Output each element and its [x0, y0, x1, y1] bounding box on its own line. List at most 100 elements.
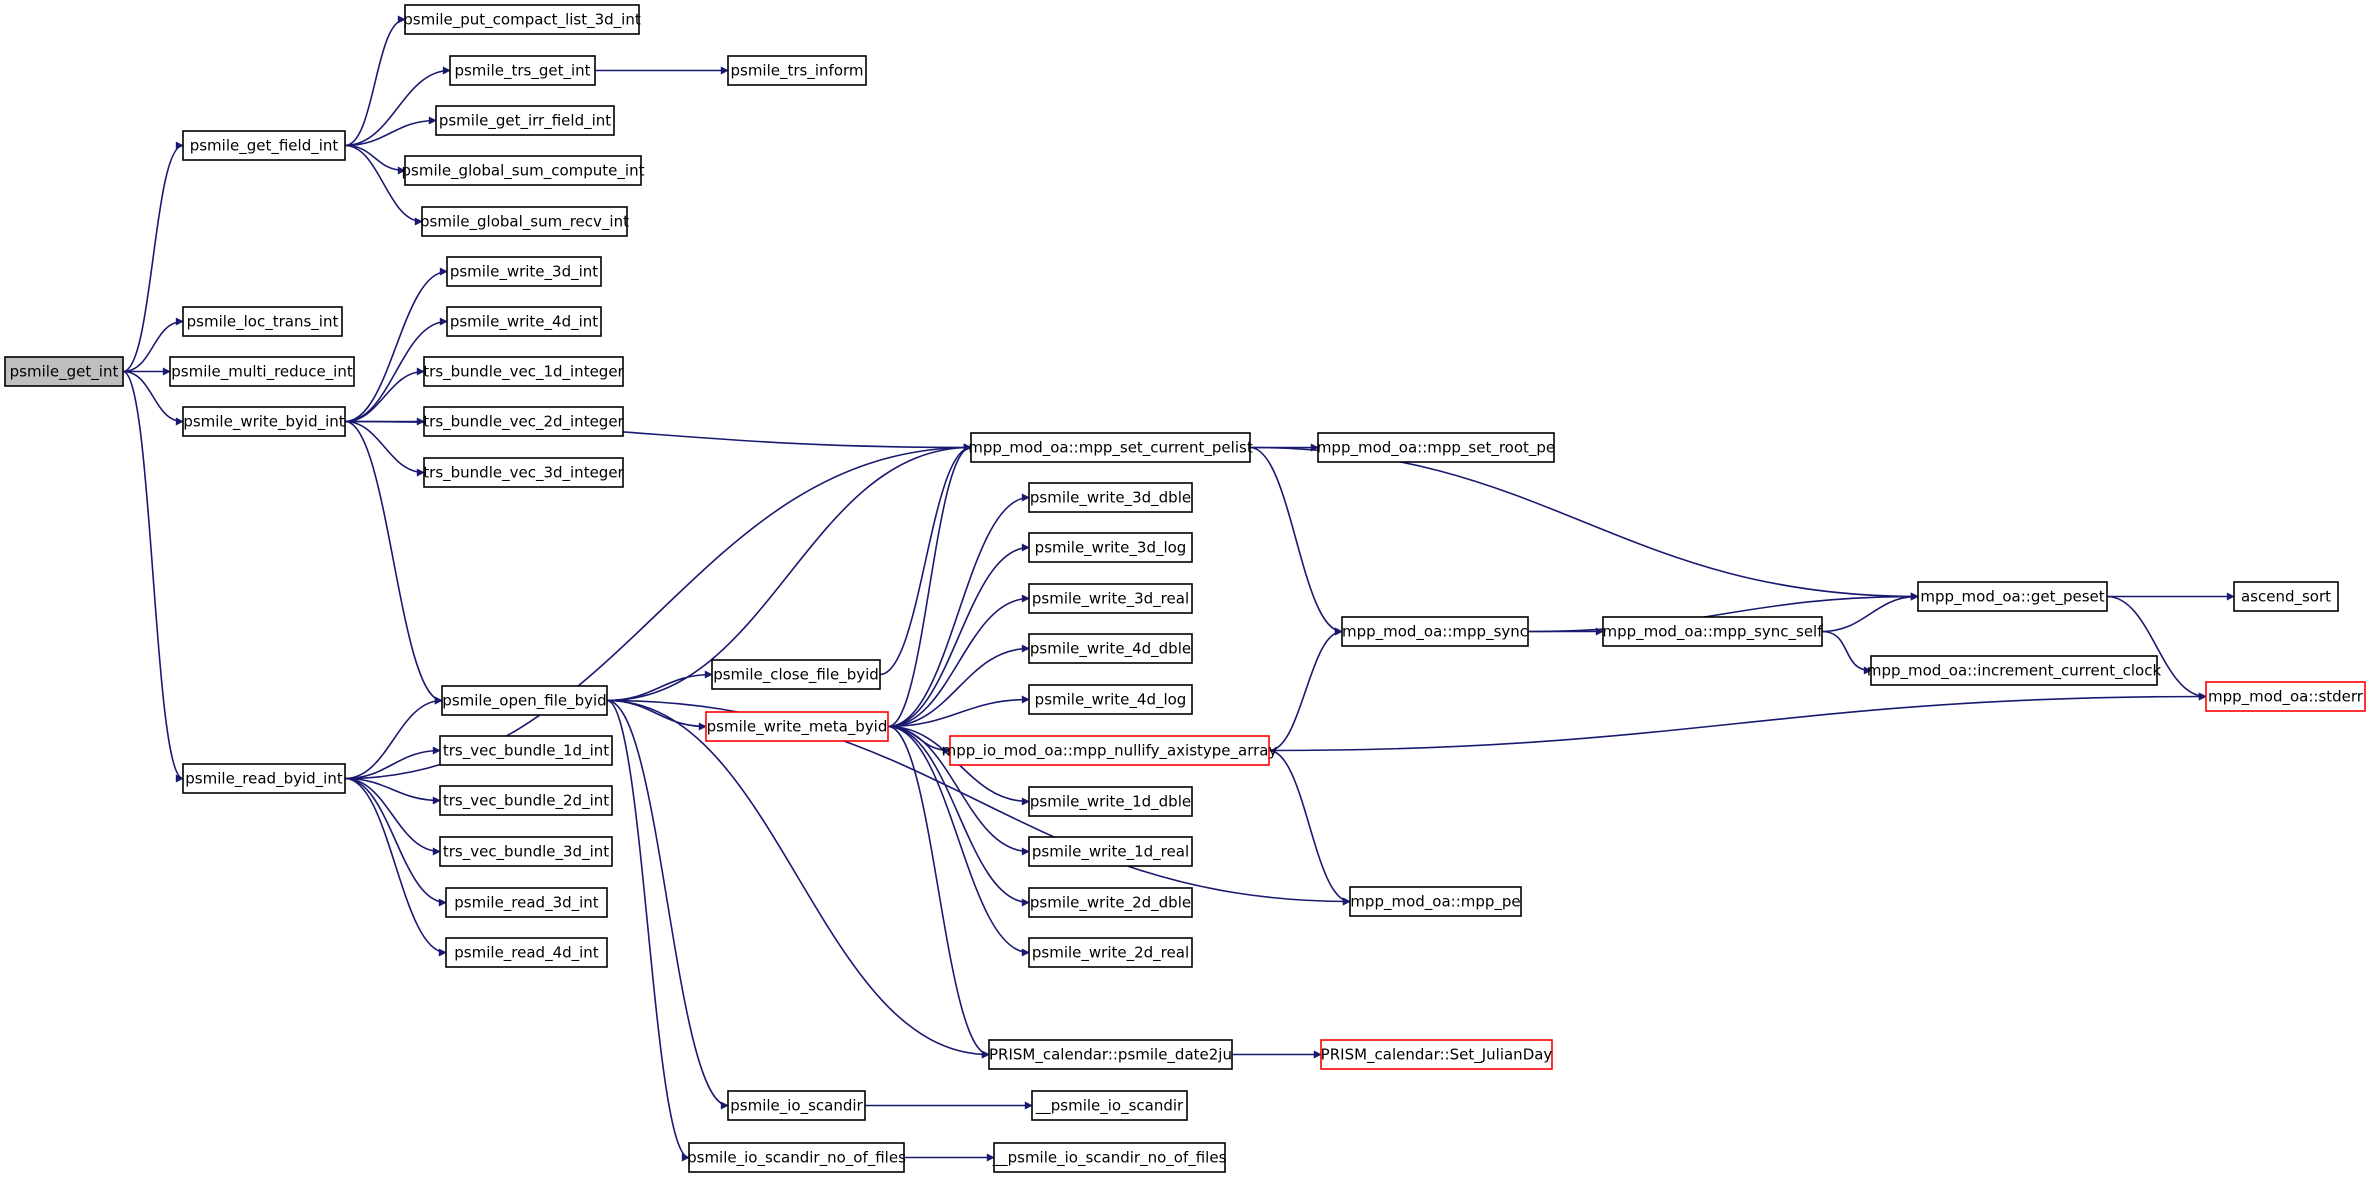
node-psmile-get-field-int[interactable]: psmile_get_field_int: [182, 130, 346, 161]
edge-mpp-mod-oa-mpp-set-current-pelist-to-mpp-mod-oa-mpp-sync: [1249, 446, 1343, 636]
node-psmile-write-byid-int[interactable]: psmile_write_byid_int: [182, 406, 346, 437]
node-psmile-read-4d-int[interactable]: psmile_read_4d_int: [445, 937, 608, 968]
node-label: psmile_write_2d_real: [1032, 944, 1189, 963]
node-psmile-read-byid-int[interactable]: psmile_read_byid_int: [182, 763, 346, 794]
node-box: [1028, 482, 1193, 513]
edge-psmile-write-meta-byid-to-psmile-write-3d-log: [887, 543, 1030, 728]
node-psmile-trs-inform[interactable]: psmile_trs_inform: [727, 55, 867, 86]
node-psmile-trs-get-int[interactable]: psmile_trs_get_int: [449, 55, 596, 86]
node-psmile-multi-reduce-int[interactable]: psmile_multi_reduce_int: [169, 356, 355, 387]
node-psmile-loc-trans-int[interactable]: psmile_loc_trans_int: [182, 306, 343, 337]
node-label: ascend_sort: [2241, 588, 2331, 607]
node-trs-bundle-vec-1d-integer[interactable]: trs_bundle_vec_1d_integer: [423, 356, 625, 387]
edge-psmile-get-field-int-to-psmile-get-irr-field-int: [344, 116, 437, 147]
node-psmile-global-sum-recv-int[interactable]: psmile_global_sum_recv_int: [420, 206, 629, 237]
node-trs-bundle-vec-3d-integer[interactable]: trs_bundle_vec_3d_integer: [423, 457, 625, 488]
edge-psmile-write-meta-byid-to-prism-calendar-psmile-date2ju: [887, 725, 990, 1059]
node-psmile-write-3d-log[interactable]: psmile_write_3d_log: [1028, 532, 1193, 563]
node-label: psmile_write_4d_dble: [1030, 640, 1191, 659]
edge-psmile-close-file-byid-to-mpp-mod-oa-mpp-set-current-pelist: [879, 443, 972, 676]
node-box: [449, 55, 596, 86]
node-box: [1028, 937, 1193, 968]
node-psmile-write-3d-dble[interactable]: psmile_write_3d_dble: [1028, 482, 1193, 513]
node-psmile-write-1d-real[interactable]: psmile_write_1d_real: [1028, 836, 1193, 867]
node-mpp-mod-oa-mpp-pe[interactable]: mpp_mod_oa::mpp_pe: [1349, 886, 1522, 917]
node-mpp-mod-oa-get-peset[interactable]: mpp_mod_oa::get_peset: [1917, 581, 2108, 612]
edge-psmile-open-file-byid-to-psmile-io-scandir-no-of-files: [606, 699, 690, 1162]
node-psmile-write-4d-dble[interactable]: psmile_write_4d_dble: [1028, 633, 1193, 664]
edge-psmile-get-field-int-to-psmile-global-sum-recv-int: [344, 144, 423, 226]
node-psmile-get-irr-field-int[interactable]: psmile_get_irr_field_int: [435, 105, 615, 136]
node-box: [1028, 684, 1193, 715]
node-psmile-io-scandir[interactable]: psmile_io_scandir: [727, 1090, 866, 1121]
node-box: [993, 1142, 1226, 1173]
node-box: [727, 1090, 866, 1121]
node-box: [1349, 886, 1522, 917]
edge-psmile-write-byid-int-to-trs-bundle-vec-1d-integer: [344, 367, 425, 423]
node-label: trs_vec_bundle_3d_int: [443, 843, 609, 862]
node-psmile-write-3d-int[interactable]: psmile_write_3d_int: [446, 256, 602, 287]
node-mpp-mod-oa-mpp-set-current-pelist[interactable]: mpp_mod_oa::mpp_set_current_pelist: [968, 432, 1253, 463]
node-box: [1317, 432, 1555, 463]
node-box: [1602, 616, 1823, 647]
node-psmile-write-3d-real[interactable]: psmile_write_3d_real: [1028, 583, 1193, 614]
node-box: [1028, 887, 1193, 918]
node-prism-calendar-set-julianday[interactable]: PRISM_calendar::Set_JulianDay: [1320, 1039, 1553, 1070]
edge-mpp-io-mod-oa-mpp-nullify-axistype-array-to-mpp-mod-oa-stderr: [1268, 692, 2207, 752]
edge-psmile-open-file-byid-to-mpp-mod-oa-mpp-set-current-pelist: [606, 443, 972, 702]
edge-psmile-get-int-to-psmile-loc-trans-int: [122, 317, 184, 373]
edge-psmile-read-byid-int-to-trs-vec-bundle-2d-int: [344, 777, 441, 805]
node-label: psmile_write_meta_byid: [707, 718, 888, 737]
node-psmile-write-2d-dble[interactable]: psmile_write_2d_dble: [1028, 887, 1193, 918]
node-psmile-read-3d-int[interactable]: psmile_read_3d_int: [445, 887, 608, 918]
node-box: [2205, 681, 2366, 712]
node-psmile-write-1d-dble[interactable]: psmile_write_1d_dble: [1028, 786, 1193, 817]
node-psmile-global-sum-compute-int[interactable]: psmile_global_sum_compute_int: [402, 155, 645, 186]
node-psmile-write-2d-real[interactable]: psmile_write_2d_real: [1028, 937, 1193, 968]
edge-mpp-io-mod-oa-mpp-nullify-axistype-array-to-mpp-mod-oa-mpp-pe: [1268, 749, 1351, 906]
node-prism-calendar-psmile-date2ju[interactable]: PRISM_calendar::psmile_date2ju: [988, 1039, 1233, 1070]
node-box: [439, 785, 613, 816]
node-label: psmile_write_3d_int: [450, 263, 598, 282]
node-psmile-io-scandir-no-of-files[interactable]: psmile_io_scandir_no_of_files: [687, 1142, 906, 1173]
node-trs-bundle-vec-2d-integer[interactable]: trs_bundle_vec_2d_integer: [423, 406, 625, 437]
node-psmile-put-compact-list-3d-int[interactable]: psmile_put_compact_list_3d_int: [403, 4, 641, 35]
edge-psmile-write-meta-byid-to-psmile-write-2d-real: [887, 725, 1030, 957]
node-psmile-write-4d-int[interactable]: psmile_write_4d_int: [446, 306, 602, 337]
node-box: [182, 763, 346, 794]
node-label: psmile_write_2d_dble: [1030, 894, 1191, 913]
node-box: [2233, 581, 2339, 612]
node-label: mpp_mod_oa::mpp_pe: [1350, 893, 1520, 912]
node-box: [711, 659, 881, 690]
edge-psmile-read-byid-int-to-trs-vec-bundle-3d-int: [344, 777, 441, 856]
edge-mpp-mod-oa-get-peset-to-mpp-mod-oa-stderr: [2106, 595, 2207, 701]
node-box: [182, 406, 346, 437]
node-psmile-write-meta-byid[interactable]: psmile_write_meta_byid: [705, 711, 889, 742]
node-trs-vec-bundle-1d-int[interactable]: trs_vec_bundle_1d_int: [439, 735, 613, 766]
call-edges: [122, 15, 2235, 1162]
node-psmile-get-int[interactable]: psmile_get_int: [4, 356, 124, 387]
node-mpp-mod-oa-mpp-sync-self[interactable]: mpp_mod_oa::mpp_sync_self: [1602, 616, 1823, 647]
node-mpp-mod-oa-increment-current-clock[interactable]: mpp_mod_oa::increment_current_clock: [1867, 655, 2162, 686]
node-box: [1028, 633, 1193, 664]
node-label: psmile_read_3d_int: [454, 894, 599, 913]
edge-psmile-open-file-byid-to-psmile-io-scandir: [606, 699, 729, 1110]
node-trs-vec-bundle-2d-int[interactable]: trs_vec_bundle_2d_int: [439, 785, 613, 816]
node-psmile-write-4d-log[interactable]: psmile_write_4d_log: [1028, 684, 1193, 715]
node-mpp-io-mod-oa-mpp-nullify-axistype-array[interactable]: mpp_io_mod_oa::mpp_nullify_axistype_arra…: [942, 735, 1278, 766]
node-trs-vec-bundle-3d-int[interactable]: trs_vec_bundle_3d_int: [439, 836, 613, 867]
node-psmile-open-file-byid[interactable]: psmile_open_file_byid: [441, 685, 608, 716]
node-box: [727, 55, 867, 86]
node-mpp-mod-oa-mpp-set-root-pe[interactable]: mpp_mod_oa::mpp_set_root_pe: [1317, 432, 1555, 463]
node-psmile-close-file-byid[interactable]: psmile_close_file_byid: [711, 659, 881, 690]
node-box: [423, 457, 624, 488]
node-psmile-io-scandir-no-of-files[interactable]: __psmile_io_scandir_no_of_files: [992, 1142, 1227, 1173]
node-label: psmile_write_4d_log: [1035, 691, 1187, 710]
edge-psmile-write-meta-byid-to-psmile-write-4d-log: [887, 695, 1030, 728]
edge-psmile-write-byid-int-to-trs-bundle-vec-3d-integer: [344, 420, 425, 477]
node-mpp-mod-oa-mpp-sync[interactable]: mpp_mod_oa::mpp_sync: [1341, 616, 1529, 647]
node-ascend-sort[interactable]: ascend_sort: [2233, 581, 2339, 612]
node-mpp-mod-oa-stderr[interactable]: mpp_mod_oa::stderr: [2205, 681, 2366, 712]
node-psmile-io-scandir[interactable]: __psmile_io_scandir: [1031, 1090, 1188, 1121]
